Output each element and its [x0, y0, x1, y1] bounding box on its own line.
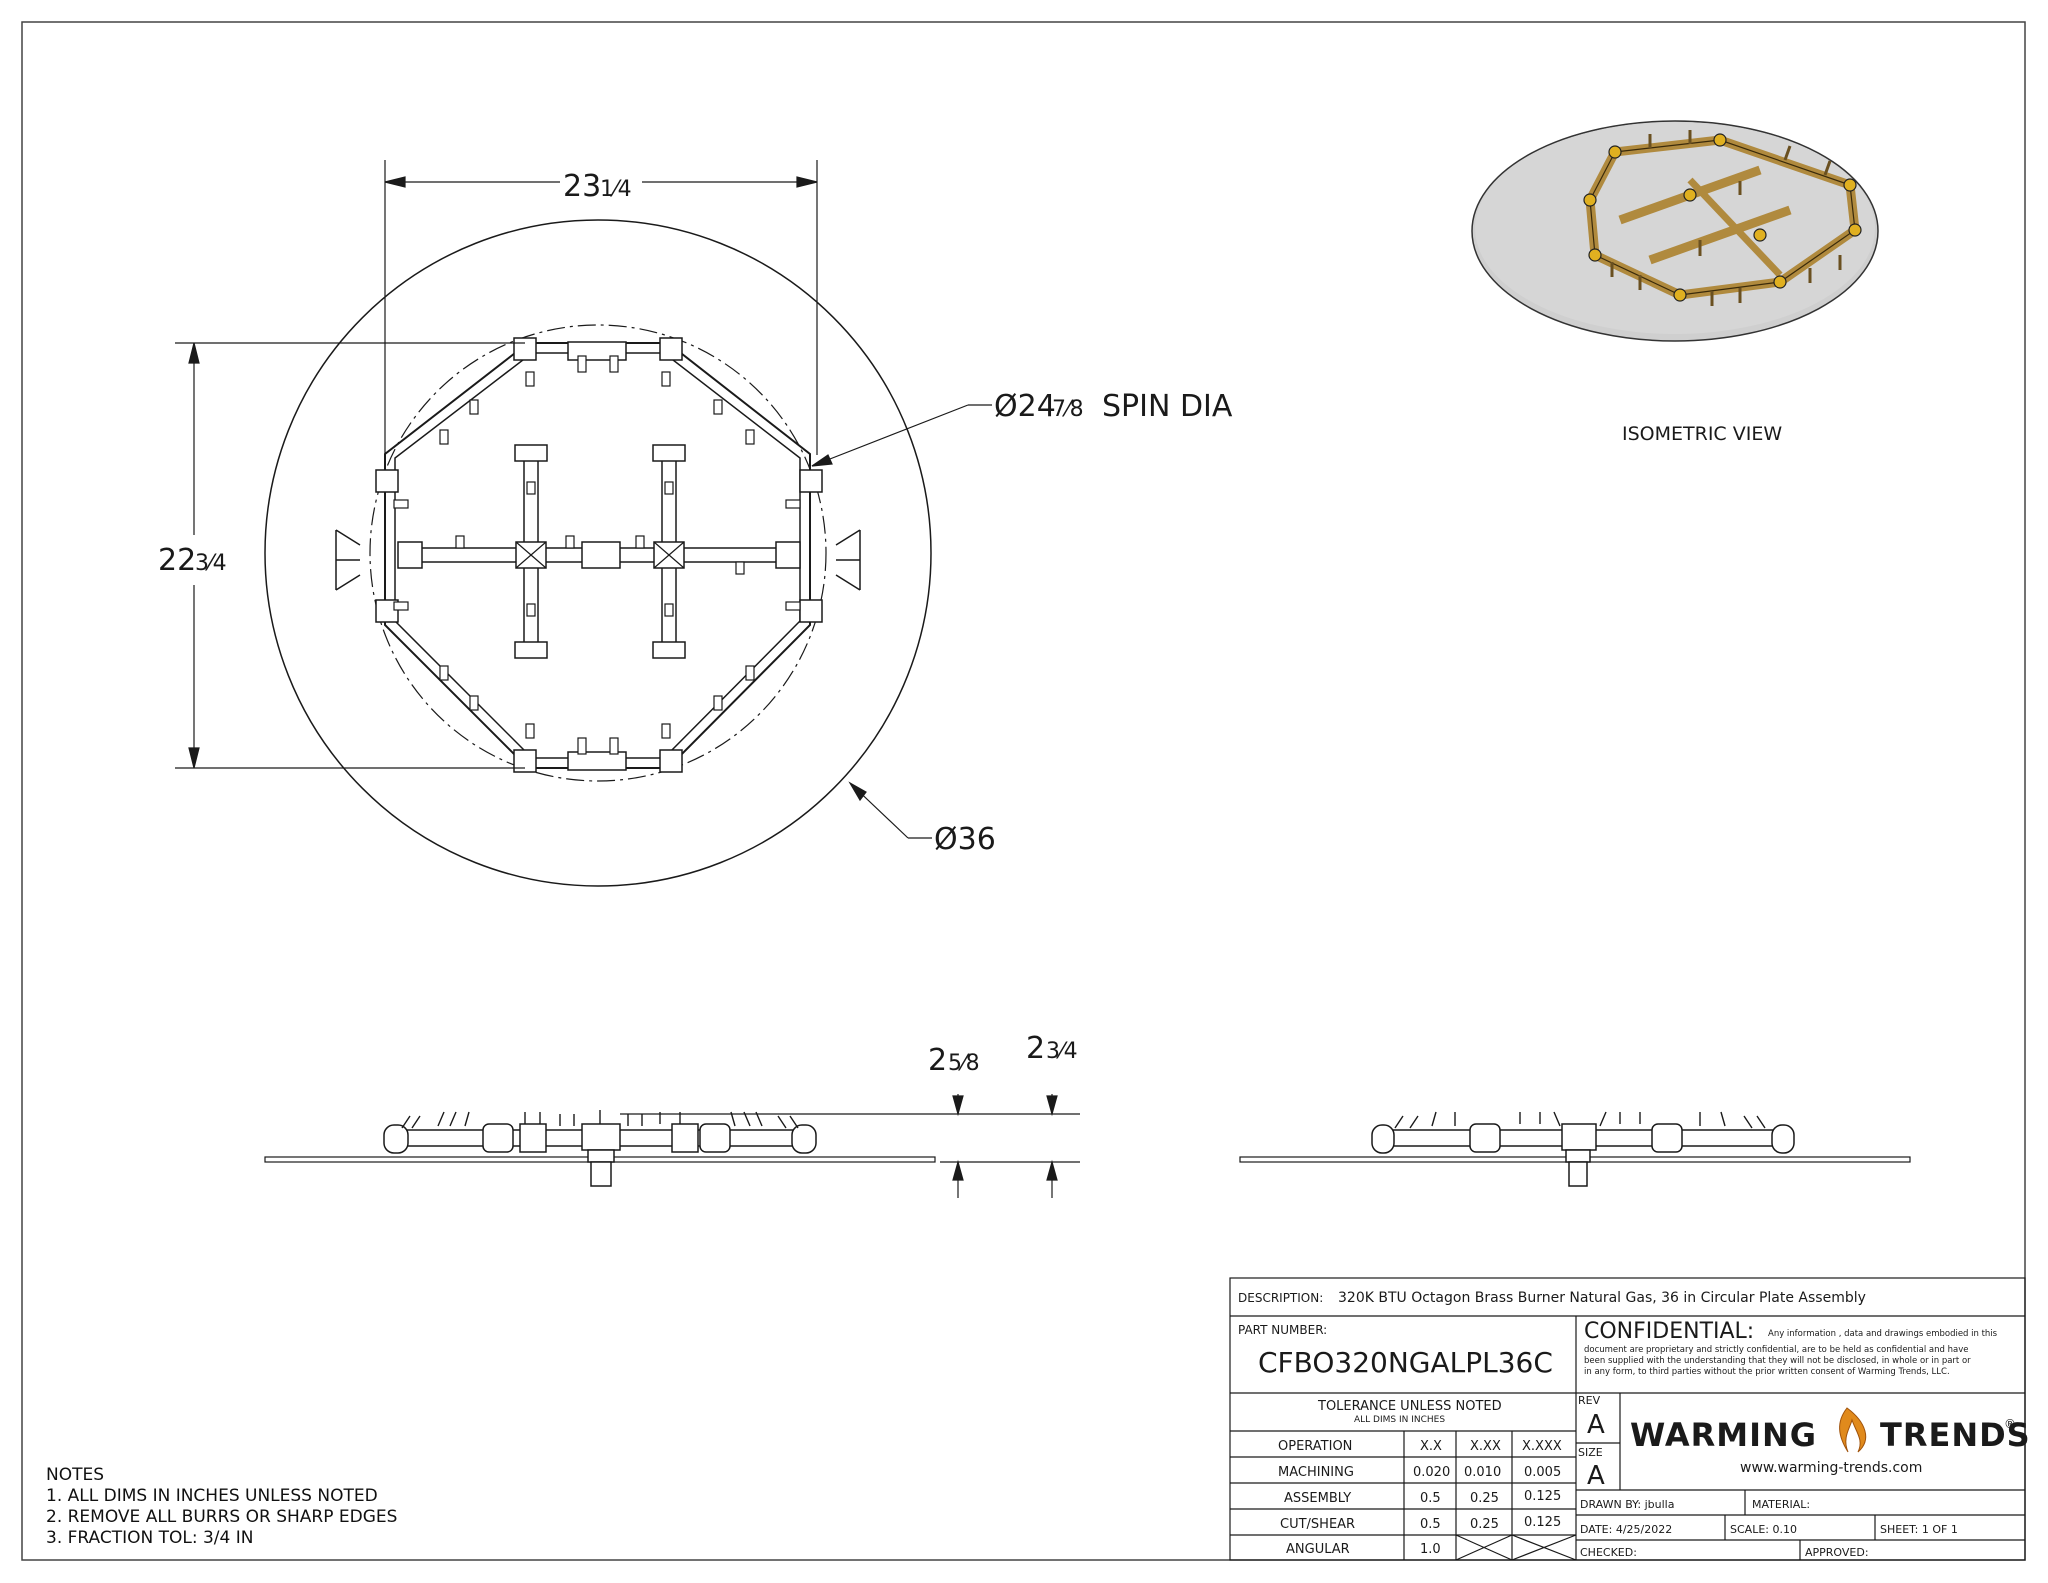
burner-spuds — [393, 355, 801, 755]
side-view — [1239, 1111, 1911, 1187]
part-number-label: PART NUMBER: — [1238, 1323, 1327, 1337]
logo-text-right: TRENDS — [1880, 1416, 2031, 1454]
description-label: DESCRIPTION: — [1238, 1291, 1323, 1305]
tolerance-subtitle: ALL DIMS IN INCHES — [1354, 1415, 1445, 1425]
note-item-1: 1. ALL DIMS IN INCHES UNLESS NOTED — [46, 1486, 378, 1506]
title-block-footer: DRAWN BY: jbulla MATERIAL: DATE: 4/25/20… — [1580, 1498, 1958, 1559]
tol-row-assembly-label: ASSEMBLY — [1284, 1491, 1351, 1506]
tol-header-xxxx: X.XXX — [1522, 1439, 1562, 1454]
spin-dia-leader — [811, 404, 992, 467]
top-view: 23 1⁄4 22 3⁄4 Ø24 7⁄8 SPIN DIA Ø36 — [158, 160, 1233, 887]
center-manifold — [397, 444, 801, 659]
sheet-border — [21, 21, 2026, 1561]
plate-dia-leader — [848, 781, 932, 839]
checked-label: CHECKED: — [1580, 1546, 1637, 1559]
part-number: CFBO320NGALPL36C — [1258, 1346, 1553, 1379]
iso-fittings — [1583, 133, 1862, 302]
tol-row-machining-xxx: 0.010 — [1464, 1465, 1501, 1480]
plate-dia-value: Ø36 — [934, 822, 996, 857]
logo-website: www.warming-trends.com — [1740, 1460, 1922, 1476]
isometric-view: ISOMETRIC VIEW — [1471, 120, 1879, 445]
tol-row-cutshear-xxxx: 0.125 — [1524, 1515, 1561, 1530]
spin-diameter-circle — [369, 324, 827, 782]
height-dimension-value: 22 — [158, 543, 196, 578]
tol-row-machining-label: MACHINING — [1278, 1465, 1354, 1480]
tol-row-cutshear-xxx: 0.25 — [1470, 1517, 1499, 1532]
front-fittings — [383, 1123, 817, 1187]
spin-dia-label: SPIN DIA — [1102, 389, 1233, 424]
description-text: 320K BTU Octagon Brass Burner Natural Ga… — [1338, 1290, 1866, 1306]
material-label: MATERIAL: — [1752, 1498, 1810, 1511]
date: DATE: 4/25/2022 — [1580, 1523, 1672, 1536]
tol-row-angular-label: ANGULAR — [1286, 1542, 1350, 1557]
front-height-b-fraction: 3⁄4 — [1046, 1039, 1078, 1064]
logo-registered: ® — [2004, 1417, 2016, 1431]
tol-row-assembly-xxxx: 0.125 — [1524, 1489, 1561, 1504]
width-dimension-value: 23 — [563, 169, 601, 204]
sheet: SHEET: 1 OF 1 — [1880, 1523, 1958, 1536]
front-height-dimensions — [620, 1094, 1080, 1198]
width-dimension-fraction: 1⁄4 — [600, 177, 632, 202]
tol-row-machining-xxxx: 0.005 — [1524, 1465, 1561, 1480]
confidential-line-1: Any information , data and drawings embo… — [1768, 1329, 1998, 1339]
title-block-text: DESCRIPTION: 320K BTU Octagon Brass Burn… — [1238, 1290, 1998, 1557]
front-height-a-fraction: 5⁄8 — [948, 1051, 980, 1076]
confidential-line-2: document are proprietary and strictly co… — [1584, 1345, 1968, 1355]
spin-dia-value: Ø24 — [994, 389, 1056, 424]
front-height-a-value: 2 — [928, 1043, 947, 1078]
iso-spuds — [1610, 130, 1842, 306]
side-spuds — [1394, 1111, 1766, 1129]
approved-label: APPROVED: — [1805, 1546, 1869, 1559]
confidential-title: CONFIDENTIAL: — [1584, 1319, 1754, 1344]
front-height-b-value: 2 — [1026, 1031, 1045, 1066]
tol-row-cutshear-label: CUT/SHEAR — [1280, 1517, 1355, 1532]
cross-fitting-marks — [515, 541, 685, 569]
width-dimension — [384, 160, 818, 455]
tol-row-cutshear-xx: 0.5 — [1420, 1517, 1441, 1532]
warming-trends-logo: WARMING TRENDS ® www.warming-trends.com — [1630, 1407, 2031, 1476]
front-view: 2 5⁄8 2 3⁄4 — [264, 1031, 1080, 1198]
tol-header-xxx: X.XX — [1470, 1439, 1501, 1454]
tol-row-machining-xx: 0.020 — [1413, 1465, 1450, 1480]
tol-row-assembly-xx: 0.5 — [1420, 1491, 1441, 1506]
title-block — [1229, 1277, 2026, 1561]
drawn-by: DRAWN BY: jbulla — [1580, 1498, 1674, 1511]
spin-dia-fraction: 7⁄8 — [1052, 397, 1084, 422]
logo-text-left: WARMING — [1630, 1416, 1817, 1454]
size-value: A — [1587, 1461, 1605, 1491]
tol-header-xx: X.X — [1420, 1439, 1442, 1454]
tol-row-assembly-xxx: 0.25 — [1470, 1491, 1499, 1506]
size-label: SIZE — [1578, 1446, 1603, 1459]
height-dimension-fraction: 3⁄4 — [195, 551, 227, 576]
front-spuds — [401, 1110, 799, 1129]
scale: SCALE: 0.10 — [1730, 1523, 1797, 1536]
rev-value: A — [1587, 1410, 1605, 1440]
height-dimension — [175, 342, 525, 769]
tol-header-operation: OPERATION — [1278, 1439, 1352, 1454]
corner-fittings — [375, 337, 823, 773]
tol-row-angular-xx: 1.0 — [1420, 1542, 1441, 1557]
tolerance-title: TOLERANCE UNLESS NOTED — [1317, 1399, 1502, 1414]
notes-title: NOTES — [46, 1465, 105, 1485]
note-item-3: 3. FRACTION TOL: 3/4 IN — [46, 1528, 254, 1548]
plate-circle — [264, 219, 932, 887]
note-item-2: 2. REMOVE ALL BURRS OR SHARP EDGES — [46, 1507, 398, 1527]
side-fittings — [1371, 1123, 1795, 1187]
iso-view-label: ISOMETRIC VIEW — [1622, 423, 1782, 445]
rev-label: REV — [1578, 1394, 1601, 1407]
plate-logo-marks — [335, 529, 861, 591]
flame-icon — [1839, 1407, 1867, 1453]
confidential-line-3: been supplied with the understanding tha… — [1584, 1356, 1971, 1366]
notes-section: NOTES 1. ALL DIMS IN INCHES UNLESS NOTED… — [46, 1465, 397, 1549]
confidential-line-4: in any form, to third parties without th… — [1584, 1367, 1950, 1377]
